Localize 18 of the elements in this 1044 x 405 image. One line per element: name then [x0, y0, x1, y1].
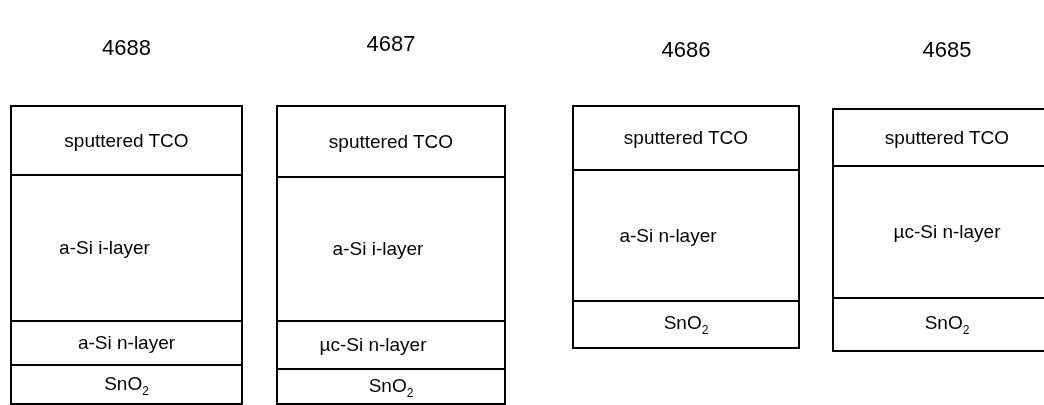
- layer-label: sputtered TCO: [328, 130, 454, 153]
- sample-number: 4688: [101, 35, 152, 61]
- layer-label: SnO$_{2}$: [104, 372, 149, 398]
- layer-label: sputtered TCO: [884, 126, 1010, 149]
- layer-label: sputtered TCO: [64, 129, 189, 152]
- layer-label: SnO$_{2}$: [368, 374, 414, 400]
- layer-label: a-Si n-layer: [619, 224, 717, 247]
- sample-number: 4686: [660, 37, 712, 63]
- layer-label: sputtered TCO: [623, 127, 749, 149]
- layer-label: SnO$_{2}$: [663, 312, 709, 337]
- sample-number: 4685: [921, 37, 973, 63]
- layer-label: µc-Si n-layer: [319, 334, 427, 356]
- layer-label: µc-Si n-layer: [893, 221, 1001, 243]
- layer-label: a-Si n-layer: [77, 332, 176, 354]
- sample-number: 4687: [365, 31, 417, 57]
- layer-label: SnO$_{2}$: [924, 312, 970, 337]
- layer-label: a-Si i-layer: [59, 237, 150, 259]
- layer-label: a-Si i-layer: [332, 238, 424, 260]
